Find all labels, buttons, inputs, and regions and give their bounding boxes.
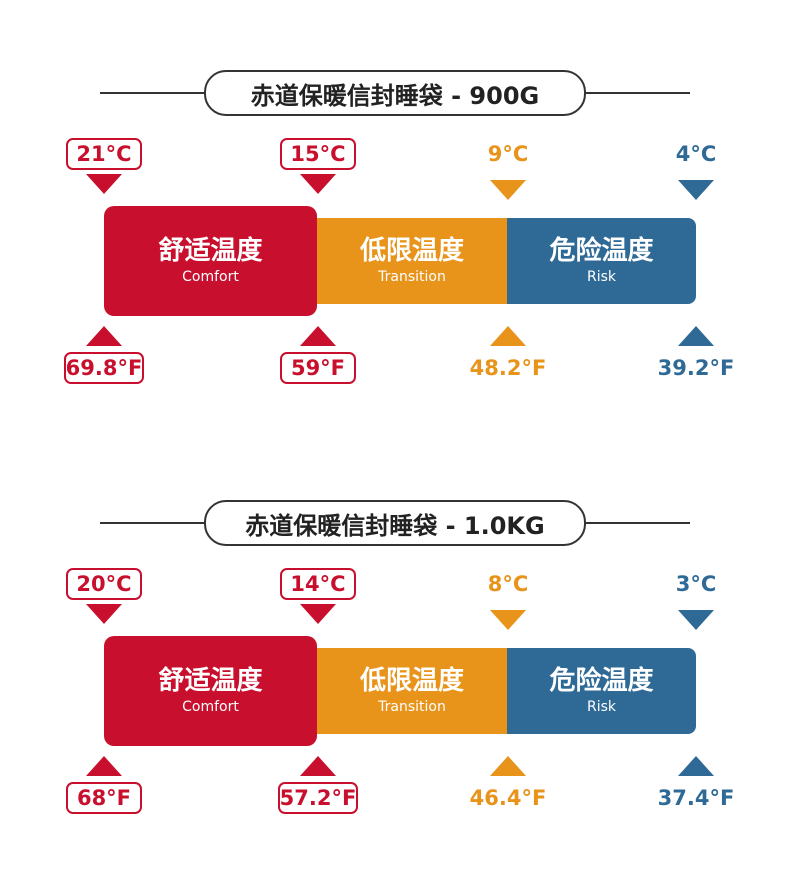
title-rule-right	[586, 92, 690, 94]
comfort-marker-down	[86, 604, 122, 624]
risk-start-celsius-label: 8°C	[487, 572, 529, 596]
risk-start-fahrenheit-label: 46.4°F	[469, 786, 547, 810]
extreme-marker-up	[678, 326, 714, 346]
comfort-fahrenheit-label: 68°F	[66, 782, 142, 814]
comfort-marker-up	[86, 756, 122, 776]
panel-title: 赤道保暖信封睡袋 - 900G	[204, 70, 586, 116]
risk-start-marker-down	[490, 610, 526, 630]
risk-segment: 危险温度 Risk	[507, 218, 696, 304]
comfort-label-en: Comfort	[182, 699, 239, 715]
temperature-panel-900g: 赤道保暖信封睡袋 - 900G 21°C 15°C 9°C 4°C 舒适温度 C…	[0, 68, 790, 448]
transition-label-cn: 低限温度	[359, 666, 464, 696]
extreme-marker-down	[678, 180, 714, 200]
risk-start-marker-up	[490, 756, 526, 776]
extreme-marker-down	[678, 610, 714, 630]
comfort-celsius-label: 21°C	[66, 138, 142, 170]
temperature-panel-1kg: 赤道保暖信封睡袋 - 1.0KG 20°C 14°C 8°C 3°C 舒适温度 …	[0, 498, 790, 878]
transition-fahrenheit-label: 57.2°F	[278, 782, 358, 814]
transition-label-en: Transition	[378, 699, 446, 715]
transition-marker-down	[300, 174, 336, 194]
risk-segment: 危险温度 Risk	[507, 648, 696, 734]
risk-start-marker-down	[490, 180, 526, 200]
risk-start-marker-up	[490, 326, 526, 346]
transition-marker-down	[300, 604, 336, 624]
comfort-label-cn: 舒适温度	[158, 236, 263, 266]
comfort-marker-up	[86, 326, 122, 346]
transition-label-cn: 低限温度	[359, 236, 464, 266]
transition-celsius-label: 14°C	[280, 568, 356, 600]
extreme-celsius-label: 3°C	[675, 572, 717, 596]
risk-start-celsius-label: 9°C	[487, 142, 529, 166]
risk-start-fahrenheit-label: 48.2°F	[469, 356, 547, 380]
transition-label-en: Transition	[378, 269, 446, 285]
extreme-fahrenheit-label: 39.2°F	[657, 356, 735, 380]
transition-segment: 低限温度 Transition	[317, 648, 507, 734]
comfort-segment: 舒适温度 Comfort	[104, 206, 317, 316]
extreme-fahrenheit-label: 37.4°F	[657, 786, 735, 810]
comfort-marker-down	[86, 174, 122, 194]
title-rule-right	[586, 522, 690, 524]
transition-fahrenheit-label: 59°F	[280, 352, 356, 384]
transition-marker-up	[300, 756, 336, 776]
transition-segment: 低限温度 Transition	[317, 218, 507, 304]
risk-label-en: Risk	[586, 699, 617, 715]
transition-marker-up	[300, 326, 336, 346]
comfort-label-en: Comfort	[182, 269, 239, 285]
comfort-celsius-label: 20°C	[66, 568, 142, 600]
comfort-fahrenheit-label: 69.8°F	[64, 352, 144, 384]
extreme-marker-up	[678, 756, 714, 776]
panel-title: 赤道保暖信封睡袋 - 1.0KG	[204, 500, 586, 546]
title-rule-left	[100, 522, 204, 524]
comfort-label-cn: 舒适温度	[158, 666, 263, 696]
risk-label-en: Risk	[586, 269, 617, 285]
extreme-celsius-label: 4°C	[675, 142, 717, 166]
transition-celsius-label: 15°C	[280, 138, 356, 170]
risk-label-cn: 危险温度	[549, 236, 654, 266]
risk-label-cn: 危险温度	[549, 666, 654, 696]
comfort-segment: 舒适温度 Comfort	[104, 636, 317, 746]
title-rule-left	[100, 92, 204, 94]
